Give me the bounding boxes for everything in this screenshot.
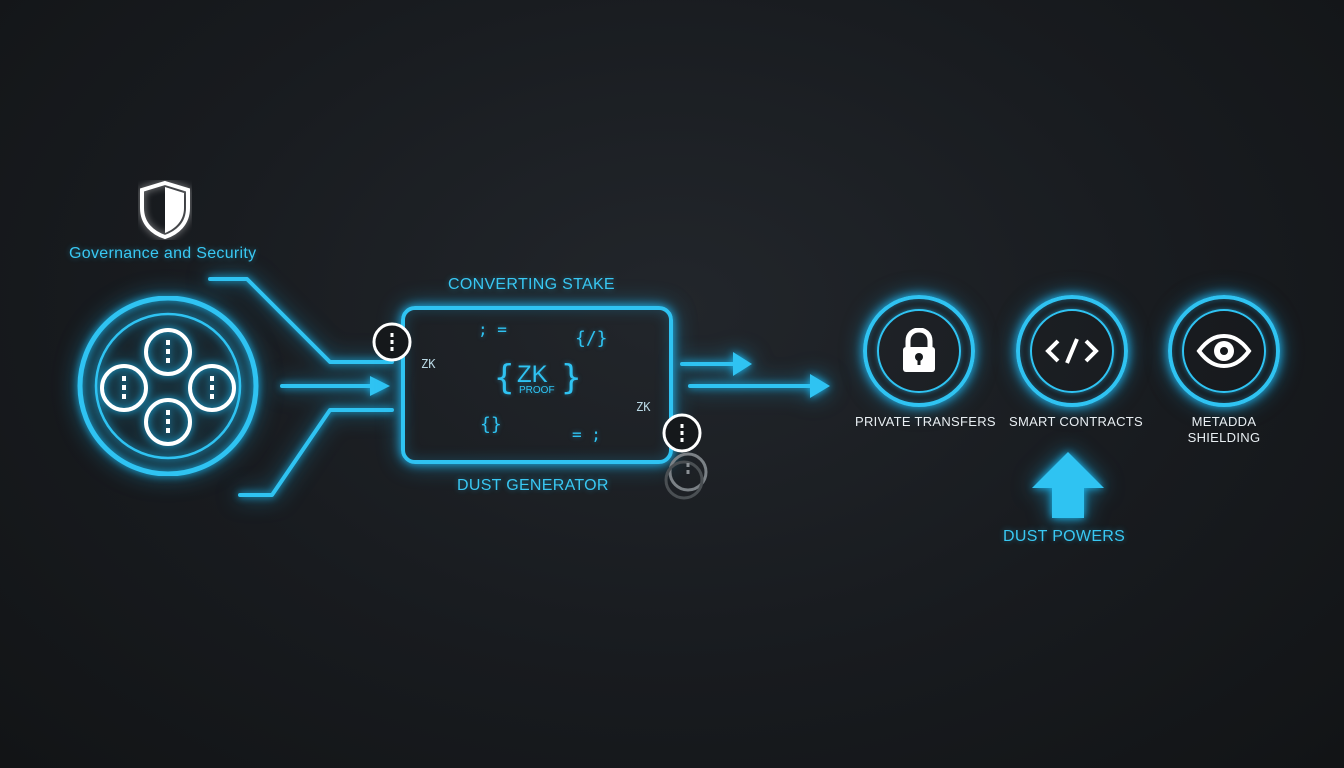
private-transfers-label: PRIVATE TRANSFERS [855,414,996,429]
zk-sub-label: PROOF [519,385,555,396]
code-icon [1045,338,1099,364]
glyph-equals-semicolon: = ; [572,425,601,444]
eye-icon [1196,333,1252,369]
glyph-empty-braces: {} [480,414,502,435]
zk-brace-right: } [561,358,582,398]
zk-main-label: ZK [517,361,548,388]
zk-small-left: ZK [421,357,436,371]
node-circle-left [372,322,412,362]
metadata-label-line1: METADDA [1191,414,1257,429]
dust-powers-label: DUST POWERS [1003,528,1126,545]
node-circle-faded [664,452,708,500]
smart-contracts-label: SMART CONTRACTS [1008,414,1144,429]
lock-icon [903,328,935,372]
zk-small-right: ZK [636,400,651,414]
glyph-code-braces: {/} [575,328,608,349]
output-arrow-lower-head [810,374,830,398]
converting-stake-label: CONVERTING STAKE [448,276,615,293]
output-arrow-upper-head [733,352,752,376]
metadata-label-line2: SHIELDING [1187,430,1261,445]
dust-generator-label: DUST GENERATOR [457,477,609,494]
dust-generator-box [401,306,673,464]
up-arrow-icon [1032,452,1104,518]
connector-lower [238,408,394,497]
token-cluster-icon [77,296,259,476]
middle-arrow-head [370,376,390,396]
smart-contracts-ring [1016,295,1128,407]
metadata-shielding-ring [1168,295,1280,407]
governance-label: Governance and Security [69,245,257,262]
private-transfers-ring [863,295,975,407]
connector-upper [208,277,394,364]
node-circle-right [662,413,702,453]
zk-brace-left: { [494,358,515,398]
glyph-semicolon-equals: ; = [478,320,507,339]
shield-icon [140,180,190,240]
